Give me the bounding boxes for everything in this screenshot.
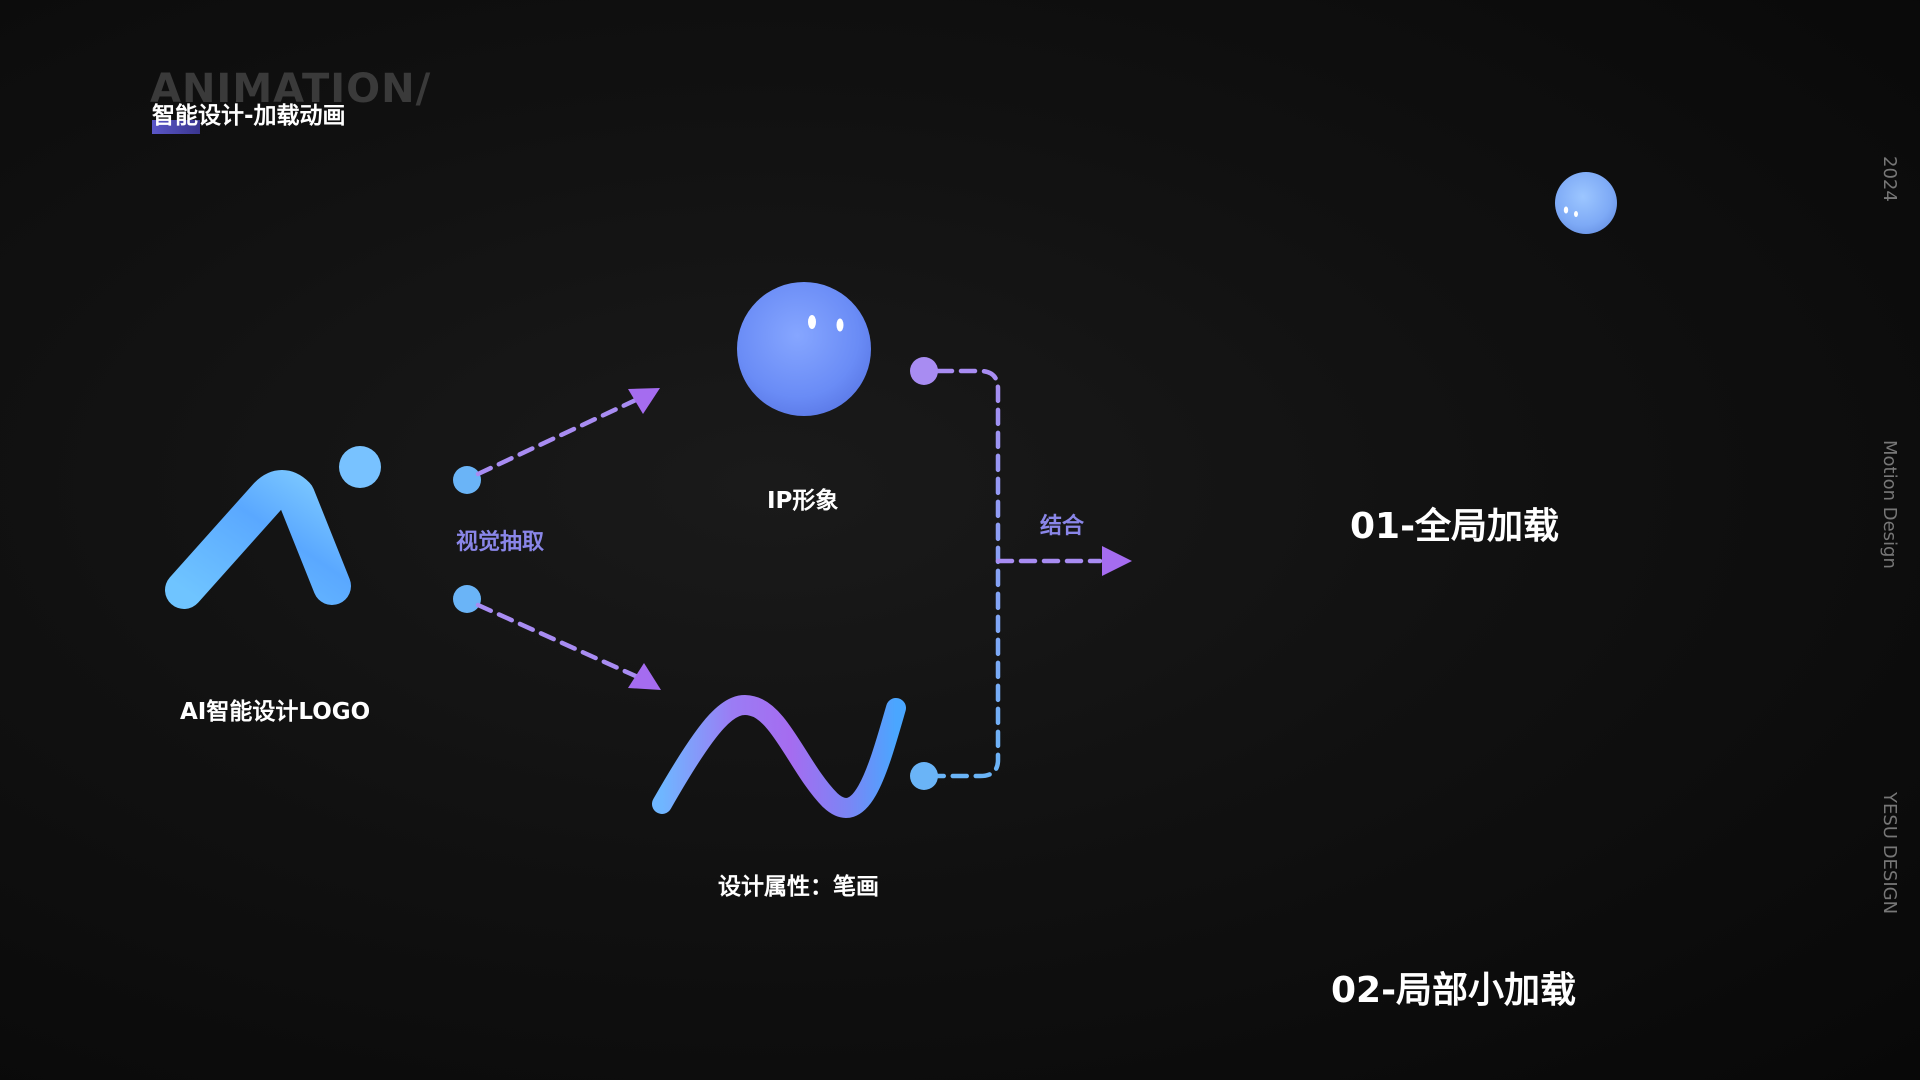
combine-connector <box>910 357 1132 790</box>
page-title: 智能设计-加载动画 <box>152 103 346 129</box>
extract-label: 视觉抽取 <box>456 530 545 555</box>
output-local-loading: 02-局部小加载 <box>1331 970 1577 1011</box>
header-watermark: ANIMATION/ <box>150 66 432 112</box>
side-brand: YESU DESIGN <box>1879 792 1900 915</box>
ai-logo-icon <box>165 446 381 609</box>
combine-label: 结合 <box>1040 514 1085 539</box>
wave-stroke-icon <box>652 695 906 818</box>
header-accent-bar <box>152 120 200 134</box>
extract-arrow-down <box>453 585 661 690</box>
side-year: 2024 <box>1879 156 1900 202</box>
side-motion-design: Motion Design <box>1879 440 1900 569</box>
logo-label: AI智能设计LOGO <box>180 699 371 725</box>
small-sphere-icon <box>1555 172 1617 234</box>
ip-sphere-icon <box>737 282 871 416</box>
output-global-loading: 01-全局加载 <box>1350 506 1560 547</box>
ip-label: IP形象 <box>767 488 839 514</box>
stroke-label: 设计属性：笔画 <box>718 874 879 900</box>
extract-arrow-up <box>453 388 660 494</box>
